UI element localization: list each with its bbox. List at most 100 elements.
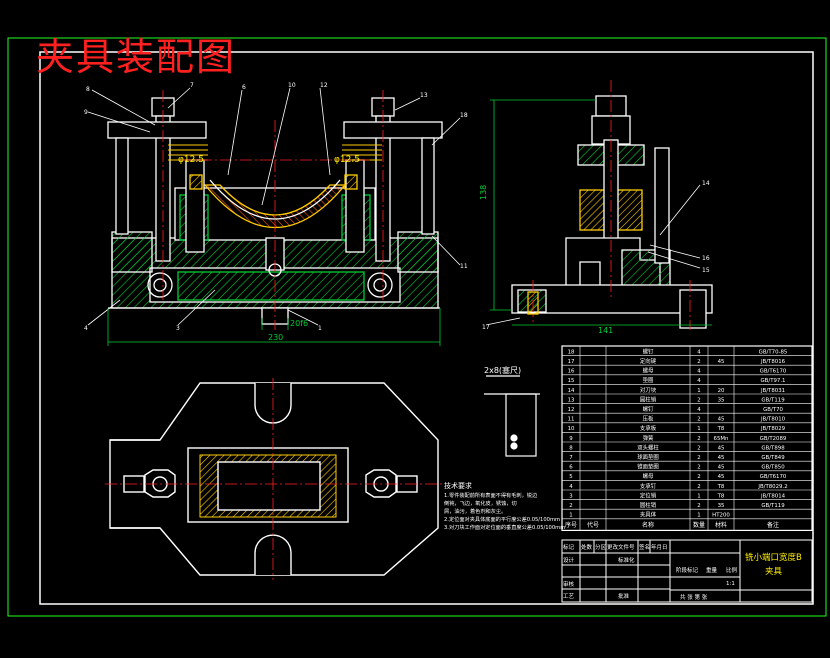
part-name-line2: 夹具 xyxy=(765,566,783,577)
bom-cell: 4 xyxy=(697,349,701,355)
bom-cell: GB/T849 xyxy=(761,455,785,461)
bom-cell: GB/T898 xyxy=(761,445,785,451)
svg-text:重量: 重量 xyxy=(706,566,718,574)
tech-req-line: 1.零件装配前所有表面不得有毛刺，锐边 xyxy=(444,491,538,499)
bom-cell: JB/T8029 xyxy=(760,426,786,432)
svg-text:工艺: 工艺 xyxy=(563,593,575,600)
bom-row: 18 螺钉 4 GB/T70-85 xyxy=(568,347,788,355)
bom-cell: 2 xyxy=(697,359,700,365)
bom-cell: GB/T119 xyxy=(761,397,785,403)
inner-frame xyxy=(39,51,814,605)
bom-cell: 球面垫圈 xyxy=(637,453,659,461)
set-block-detail xyxy=(484,375,540,457)
bom-cell: 9 xyxy=(569,436,573,442)
svg-text:标记: 标记 xyxy=(563,543,575,551)
svg-text:9: 9 xyxy=(84,109,88,116)
bom-cell: 20 xyxy=(718,388,725,394)
bom-cell: 2 xyxy=(697,474,700,480)
bom-border xyxy=(561,345,813,531)
bom-cell: 支承钉 xyxy=(640,482,657,490)
bom-cell: T8 xyxy=(717,484,725,490)
bom-cell: 17 xyxy=(568,359,575,365)
bom-cell: GB/T97.1 xyxy=(761,378,786,384)
bom-cell: GB/T70-85 xyxy=(759,349,788,355)
bom-cell: JB/T8010 xyxy=(760,417,786,423)
bom-cell: GB/T850 xyxy=(761,465,785,471)
bom-cell: 14 xyxy=(568,388,575,394)
bom-cell: 垫圈 xyxy=(643,376,654,384)
svg-text:4: 4 xyxy=(84,325,88,332)
svg-text:比例: 比例 xyxy=(726,566,738,574)
svg-text:1: 1 xyxy=(318,325,322,332)
bom-cell: 螺母 xyxy=(643,367,654,375)
dim-front-width: 230 xyxy=(268,333,283,342)
bom-cell: 12 xyxy=(568,407,575,413)
bom-header-cell: 备注 xyxy=(767,521,779,529)
svg-text:更改文件号: 更改文件号 xyxy=(607,543,635,551)
bom-cell: 螺钉 xyxy=(643,405,654,413)
bom-header: 序号代号名称数量材料备注 xyxy=(565,521,779,529)
bom-cell: GB/T2089 xyxy=(760,436,787,442)
bom-cell: 15 xyxy=(568,378,575,384)
top-view xyxy=(109,382,439,576)
bom-cell: 2 xyxy=(697,484,700,490)
bom-cell: 3 xyxy=(569,493,572,499)
bom-header-cell: 序号 xyxy=(565,521,577,529)
front-leaders xyxy=(87,87,461,326)
bom-cell: GB/T70 xyxy=(763,407,783,413)
tech-req-heading: 技术要求 xyxy=(444,481,472,490)
bom-cell: JB/T8016 xyxy=(760,359,786,365)
svg-text:审核: 审核 xyxy=(563,580,575,588)
bom-cell: 圆柱销 xyxy=(640,395,657,403)
svg-text:13: 13 xyxy=(420,92,428,99)
bom-header-cell: 材料 xyxy=(715,521,727,529)
bom-cell: 18 xyxy=(568,349,575,355)
bom-cell: 1 xyxy=(697,493,700,499)
bom-cell: 65Mn xyxy=(714,436,729,442)
sheet-note: 共 张 第 张 xyxy=(680,593,708,601)
bom-cell: 夹具体 xyxy=(640,511,657,519)
drawing-title: 夹具装配图 xyxy=(36,35,237,79)
front-dimensions xyxy=(107,308,441,346)
bom-cell: 压板 xyxy=(643,415,654,423)
bom-cell: GB/T6170 xyxy=(760,474,787,480)
title-block-text: 标记 处数 分区 更改文件号 签名 年月日 设计 标准化 审核 工艺 批准 阶段… xyxy=(563,543,738,601)
svg-text:12: 12 xyxy=(320,82,328,89)
bom-cell: 10 xyxy=(568,426,575,432)
tech-req-line: 倒钝，飞边，氧化皮，锈蚀，切 xyxy=(444,499,517,507)
svg-text:标准化: 标准化 xyxy=(618,556,635,564)
bom-cell: 螺钉 xyxy=(643,347,654,355)
front-centerlines xyxy=(162,90,384,330)
bom-cell: 11 xyxy=(568,417,575,423)
svg-text:11: 11 xyxy=(460,263,468,270)
bom-cell: 2 xyxy=(697,417,700,423)
svg-text:年月日: 年月日 xyxy=(651,543,668,551)
bom-cell: JB/T8029.2 xyxy=(757,484,787,490)
bom-cell: JB/T8031 xyxy=(760,388,785,394)
side-leaders xyxy=(485,184,701,326)
svg-text:分区: 分区 xyxy=(595,543,607,551)
tech-req-line: 2.定位面对夹具体底面的平行度公差0.05/100mm xyxy=(444,515,560,523)
bom-cell: 2 xyxy=(569,503,572,509)
tech-requirements: 技术要求 1.零件装配前所有表面不得有毛刺，锐边 倒钝，飞边，氧化皮，锈蚀，切 … xyxy=(444,481,565,531)
bom-cell: 1 xyxy=(697,426,700,432)
bom-cell: 支承板 xyxy=(640,424,657,432)
bom-cell: 16 xyxy=(568,369,575,375)
svg-text:6: 6 xyxy=(242,84,246,91)
svg-text:16: 16 xyxy=(702,255,710,262)
bom-cell: 45 xyxy=(718,445,725,451)
